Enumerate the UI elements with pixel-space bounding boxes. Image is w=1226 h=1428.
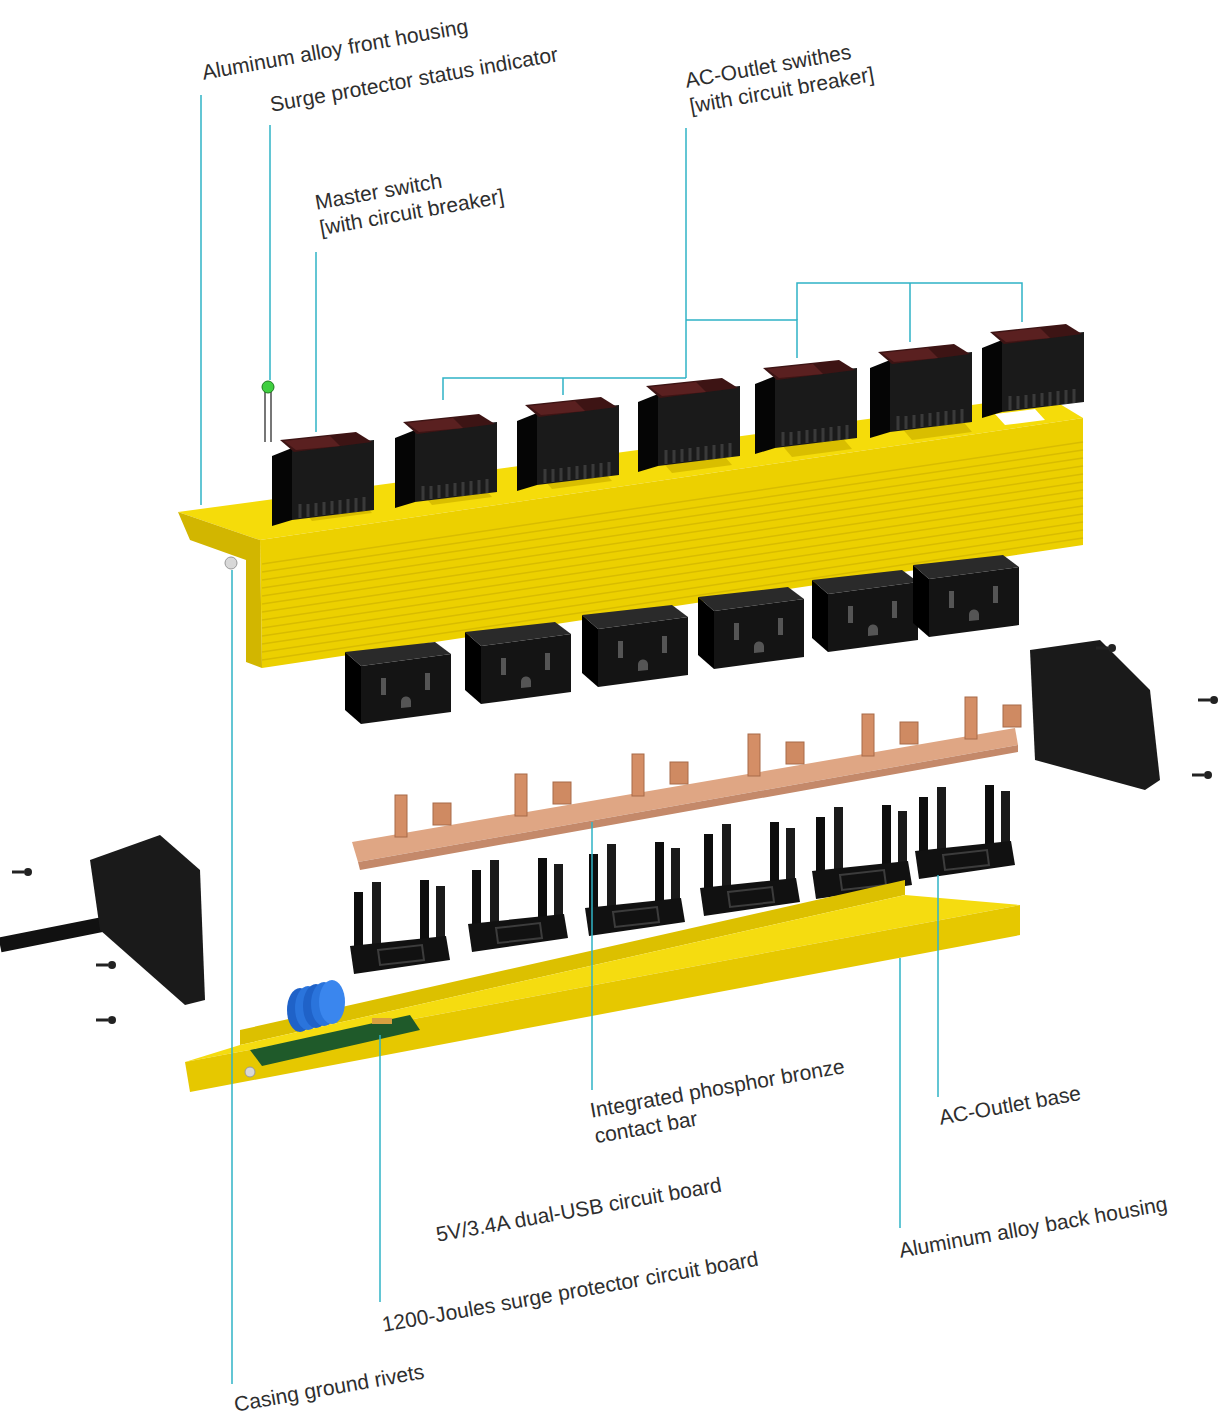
rocker-switches	[272, 324, 1084, 526]
end-cap	[90, 835, 205, 1005]
callout-label: Master switch [with circuit breaker]	[313, 158, 506, 242]
leader-lines	[201, 95, 1022, 1384]
callout-label: Integrated phosphor bronze contact bar	[588, 1053, 851, 1150]
power-cord	[0, 922, 115, 945]
callout-label: 1200-Joules surge protector circuit boar…	[380, 1246, 760, 1338]
status-led	[262, 381, 274, 442]
screws	[12, 644, 1218, 1024]
callout-label: Aluminum alloy back housing	[897, 1191, 1169, 1264]
end-cap	[1030, 640, 1160, 790]
label-line: Integrated phosphor bronze	[588, 1054, 846, 1121]
ac-outlets	[345, 555, 1019, 724]
callout-label: AC-Outlet swithes [with circuit breaker]	[683, 36, 876, 120]
back-housing-lip	[185, 905, 1020, 1092]
callout-label: 5V/3.4A dual-USB circuit board	[434, 1172, 724, 1248]
callout-label: AC-Outlet base	[937, 1080, 1083, 1131]
surge-board	[250, 980, 420, 1066]
ground-rivet	[245, 1067, 255, 1077]
housing-end	[178, 512, 262, 668]
ground-rivet	[225, 557, 237, 569]
callout-label: Casing ground rivets	[232, 1359, 426, 1418]
